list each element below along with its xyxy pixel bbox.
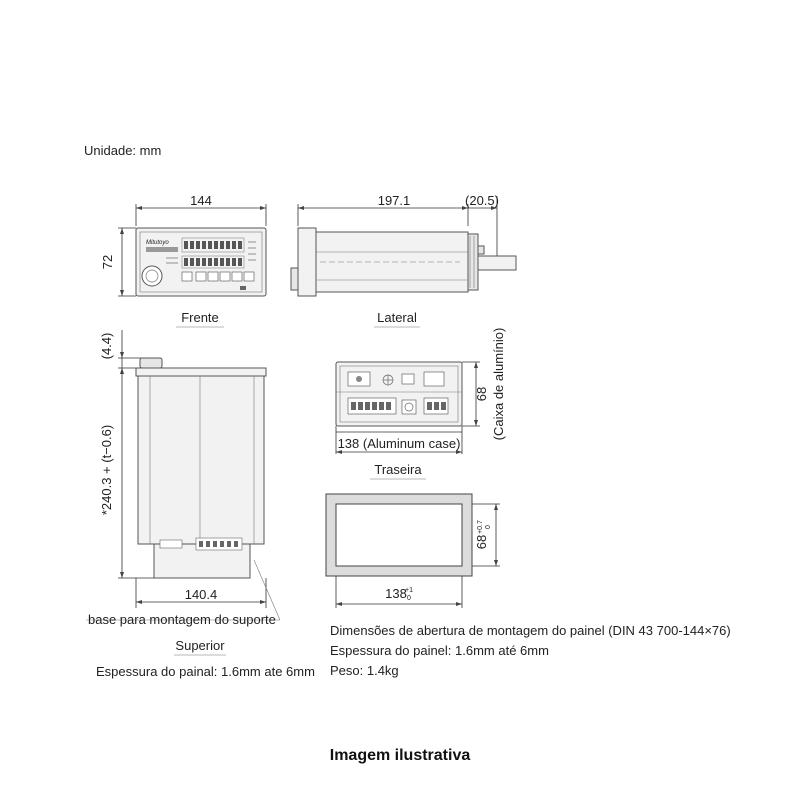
front-height-dim: 72 [100, 255, 115, 269]
top-width-dim: 140.4 [185, 587, 218, 602]
panel-thickness-left: Espessura do painal: 1.6mm ate 6mm [96, 664, 315, 679]
side-length-dim: 197.1 [378, 193, 411, 208]
top-view-label: Superior [175, 638, 225, 653]
side-extra-dim: (20.5) [465, 193, 499, 208]
rear-height-dim: 68 [474, 387, 489, 401]
front-buttons [181, 271, 255, 290]
cutout-height-dim: 68 [474, 535, 489, 549]
top-view: (4.4) *240.3 + (t−0.6) 140.4 [86, 330, 315, 679]
panel-thickness-right: Espessura do painel: 1.6mm até 6mm [330, 643, 549, 658]
caption: Imagem ilustrativa [330, 747, 471, 764]
rear-connectors [347, 371, 449, 415]
front-display [146, 237, 256, 269]
panel-cutout: 68 +0.7 0 138 +1 0 Dimensões de abertura… [325, 493, 731, 678]
front-view: 144 72 Mitutoyo [100, 193, 267, 328]
front-width-dim: 144 [190, 193, 212, 208]
cutout-width-tol-minus: 0 [407, 595, 411, 602]
rear-width-dim: 138 (Aluminum case) [338, 436, 461, 451]
top-gap-dim: (4.4) [99, 333, 114, 360]
top-length-dim: *240.3 + (t−0.6) [99, 425, 114, 515]
cutout-title: Dimensões de abertura de montagem do pai… [330, 623, 731, 638]
power-knob [141, 265, 163, 287]
top-connectors [159, 537, 243, 551]
cutout-height-tol-plus: +0.7 [477, 520, 484, 534]
weight-note: Peso: 1.4kg [330, 663, 399, 678]
cutout-width-tol-plus: +1 [405, 587, 413, 594]
cutout-width-dim: 138 [385, 586, 407, 601]
cutout-height-tol-minus: 0 [485, 525, 492, 529]
front-view-label: Frente [181, 310, 219, 325]
side-view: 197.1 (20.5) Lateral [290, 193, 517, 328]
unit-label: Unidade: mm [84, 143, 161, 158]
side-view-label: Lateral [377, 310, 417, 325]
rear-view: 68 (Caixa de alumínio) 138 (Aluminum cas… [335, 328, 506, 480]
support-base-note: base para montagem do suporte [88, 612, 276, 627]
rear-height-note: (Caixa de alumínio) [491, 328, 506, 441]
device-brand: Mitutoyo [146, 240, 169, 246]
rear-view-label: Traseira [374, 462, 422, 477]
